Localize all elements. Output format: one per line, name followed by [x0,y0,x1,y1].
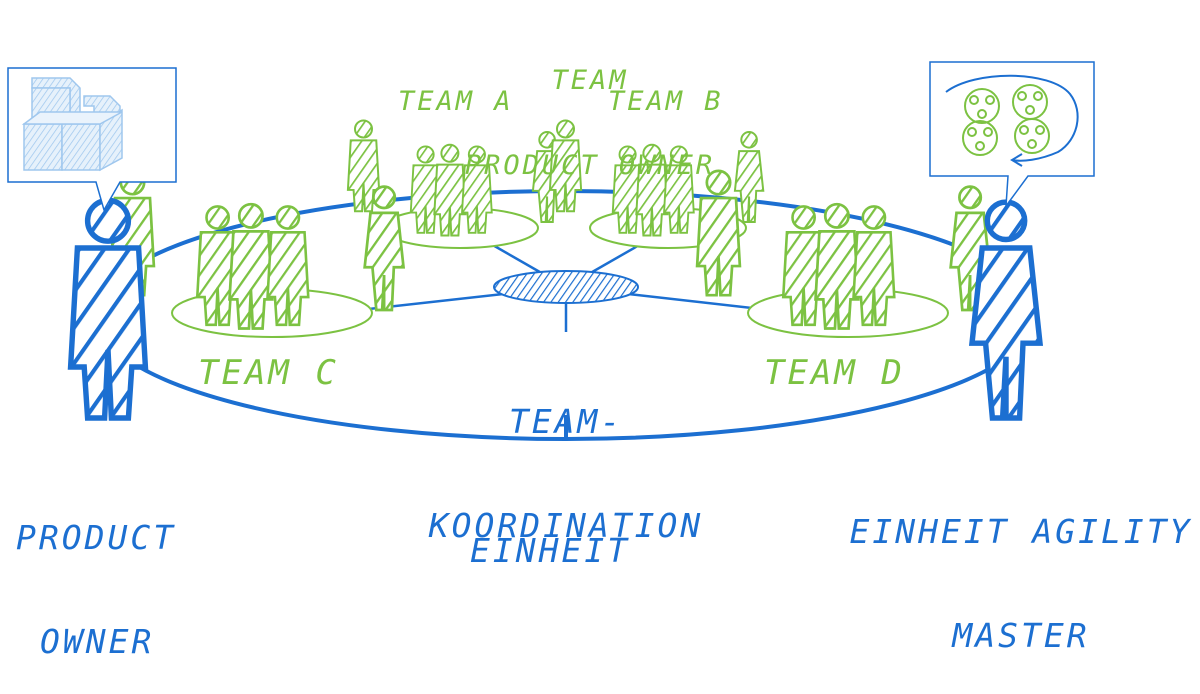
product-owner-line1: PRODUCT [16,518,177,558]
team-koordination-line2: KOORDINATION [428,506,704,546]
agility-master-label: EINHEIT AGILITY MASTER [846,446,1196,688]
team-coordination-disc [493,270,639,304]
team-koordination-line1: TEAM- [508,402,624,442]
agility-master-line2: MASTER [952,616,1090,656]
agility-master-line1: EINHEIT AGILITY [849,512,1193,552]
team-a-label: TEAM A [398,86,514,117]
team-koordination-label: TEAM- KOORDINATION [396,336,736,578]
stacked-cubes-icon [21,77,123,172]
einheit-label: EINHEIT [470,531,631,570]
team-d-label: TEAM D [764,353,905,393]
einheit-diagram [7,61,1095,441]
product-owner-line2: OWNER [40,622,155,662]
team-cycle-icon [945,74,1079,167]
agility-master-speech-bubble [929,61,1095,209]
product-owner-label: PRODUCT OWNER [16,452,176,694]
team-c-label: TEAM C [198,353,339,393]
team-product-owner-line2: PRODUCT OWNER [464,149,716,181]
team-b-label: TEAM B [608,86,724,117]
team-product-owner-label: TEAM PRODUCT OWNER [430,10,750,208]
product-owner-speech-bubble [7,67,177,212]
team-product-owner-line1: TEAM [551,64,629,96]
